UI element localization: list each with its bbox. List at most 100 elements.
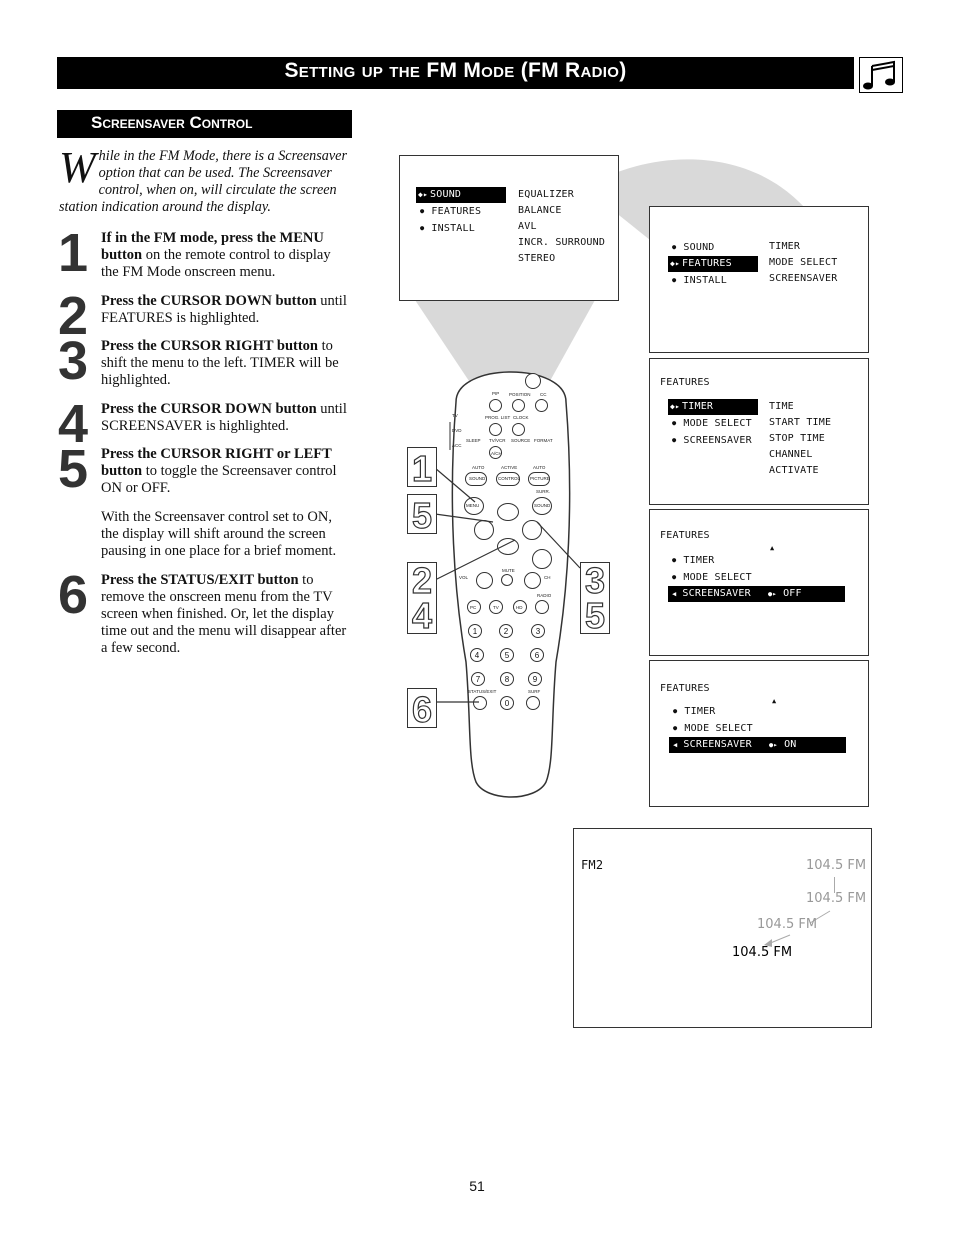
callout-step-1: 1 (407, 447, 437, 490)
digit-8-button[interactable]: 8 (500, 672, 514, 686)
tv-label: TV (493, 605, 499, 610)
status-exit-button[interactable] (473, 696, 487, 710)
menu-item: TIMER (669, 703, 846, 720)
step-rest: to shift the menu to the left. TIMER wil… (101, 338, 339, 388)
pc-label: PC (470, 605, 477, 610)
step-rest: until SCREENSAVER is highlighted. (101, 401, 347, 434)
active-control-button[interactable] (496, 472, 520, 486)
up-arrow-icon: ▲ (772, 697, 777, 705)
frequency-ghost: 104.5 FM (757, 917, 818, 932)
osd-screen-features-selected: SOUND ◆▸FEATURES INSTALL TIMER MODE SELE… (649, 206, 869, 353)
menu-item: TIMER (668, 552, 845, 569)
digit-9-button[interactable]: 9 (528, 672, 542, 686)
hd-button[interactable] (513, 600, 527, 614)
up-arrow-icon: ▲ (770, 544, 775, 552)
power-button[interactable] (525, 373, 541, 389)
step-number: 5 (58, 439, 89, 499)
menu-item: FEATURES (416, 203, 506, 220)
step-text: If in the FM mode, press the MENU button… (101, 230, 351, 281)
channel-down-button[interactable] (524, 572, 541, 589)
sleep-label: SLEEP (466, 438, 481, 443)
osd-heading: FEATURES (660, 530, 710, 541)
submenu-item: INCR. SURROUND (518, 237, 606, 248)
digit-2-button[interactable]: 2 (499, 624, 513, 638)
step-number: 1 (58, 223, 89, 283)
menu-button[interactable] (464, 497, 484, 515)
step-text: Press the STATUS/EXIT button to remove t… (101, 572, 351, 657)
rewind-button[interactable] (489, 399, 502, 412)
surf-button[interactable] (526, 696, 540, 710)
band-label: FM2 (581, 858, 604, 872)
ach-button[interactable] (489, 446, 502, 459)
cursor-right-button[interactable] (522, 520, 542, 540)
hd-label: HD (516, 605, 523, 610)
digit-4-button[interactable]: 4 (470, 648, 484, 662)
osd-heading: FEATURES (660, 377, 710, 388)
mute-label: MUTE (502, 568, 515, 573)
menu-item-highlighted: ◆▸SOUND (416, 187, 506, 203)
page-number: 51 (469, 1178, 485, 1194)
surround-sound-button[interactable] (532, 497, 552, 515)
menu-item: MODE SELECT (668, 569, 845, 586)
step-number: 6 (58, 565, 89, 625)
digit-3-button[interactable]: 3 (531, 624, 545, 638)
submenu-item: EQUALIZER (518, 189, 574, 200)
digit-6-button[interactable]: 6 (530, 648, 544, 662)
page-title: Setting up the FM Mode (FM Radio) (284, 59, 627, 82)
menu-item-highlighted: ◀SCREENSAVER ●▸ ON (669, 737, 846, 753)
surr-label: SURR. (536, 489, 551, 494)
step-text: Press the CURSOR RIGHT button to shift t… (101, 338, 351, 389)
digit-7-button[interactable]: 7 (471, 672, 485, 686)
submenu-item: BALANCE (518, 205, 562, 216)
menu-item: MODE SELECT (668, 415, 758, 432)
menu-item-highlighted: ◀SCREENSAVER ●▸ OFF (668, 586, 845, 602)
stop-button[interactable] (512, 399, 525, 412)
status-exit-label: STATUS/EXIT (468, 689, 497, 694)
page-header-bar: Setting up the FM Mode (FM Radio) (57, 57, 854, 89)
menu-item-highlighted: ◆▸FEATURES (668, 256, 758, 272)
menu-column: TIMER MODE SELECT ◀SCREENSAVER ●▸ OFF (668, 552, 845, 602)
digit-1-button[interactable]: 1 (468, 624, 482, 638)
auto-label: AUTO (472, 465, 485, 470)
step-bold: Press the CURSOR RIGHT button (101, 338, 318, 354)
submenu-item: SCREENSAVER (769, 273, 838, 284)
picture-label: PICTURE (530, 476, 550, 481)
radio-label: RADIO (537, 593, 552, 598)
volume-down-button[interactable] (476, 572, 493, 589)
control-label: CONTROL (498, 476, 521, 481)
path-arrow (764, 910, 831, 947)
active-label: ACTIVE (501, 465, 518, 470)
menu-label: MENU (466, 503, 480, 508)
osd-screen-main-menu: ◆▸SOUND FEATURES INSTALL EQUALIZER BALAN… (399, 155, 619, 301)
auto-label: AUTO (533, 465, 546, 470)
drop-cap: W (59, 143, 96, 192)
ch-label: CH (544, 575, 551, 580)
cursor-up-button[interactable] (497, 503, 519, 521)
channel-up-button[interactable] (532, 549, 552, 569)
digit-5-button[interactable]: 5 (500, 648, 514, 662)
cursor-down-button[interactable] (497, 538, 519, 555)
frequency-current: 104.5 FM (732, 945, 793, 960)
surf-label: SURF (528, 689, 541, 694)
menu-item: SOUND (668, 239, 758, 256)
tv-button[interactable] (489, 600, 503, 614)
submenu-item: TIMER (769, 241, 801, 252)
osd-heading: FEATURES (660, 683, 710, 694)
tvvcr-label: TV/VCR (489, 438, 506, 443)
mute-button[interactable] (501, 574, 513, 586)
auto-sound-button[interactable] (465, 472, 487, 486)
pc-button[interactable] (467, 600, 481, 614)
source-label: SOURCE (511, 438, 531, 443)
fast-forward-button[interactable] (489, 423, 502, 436)
submenu-item: TIME (769, 401, 794, 412)
sound-label: SOUND (469, 476, 486, 481)
record-button[interactable] (535, 399, 548, 412)
acc-mode-label: ACC (452, 443, 462, 448)
auto-picture-button[interactable] (528, 472, 550, 486)
pip-label: PIP (492, 391, 500, 396)
pause-button[interactable] (512, 423, 525, 436)
clock-label: CLOCK (513, 415, 529, 420)
digit-0-button[interactable]: 0 (500, 696, 514, 710)
radio-button[interactable] (535, 600, 549, 614)
callout-steps-2-4: 2 4 (407, 562, 437, 634)
